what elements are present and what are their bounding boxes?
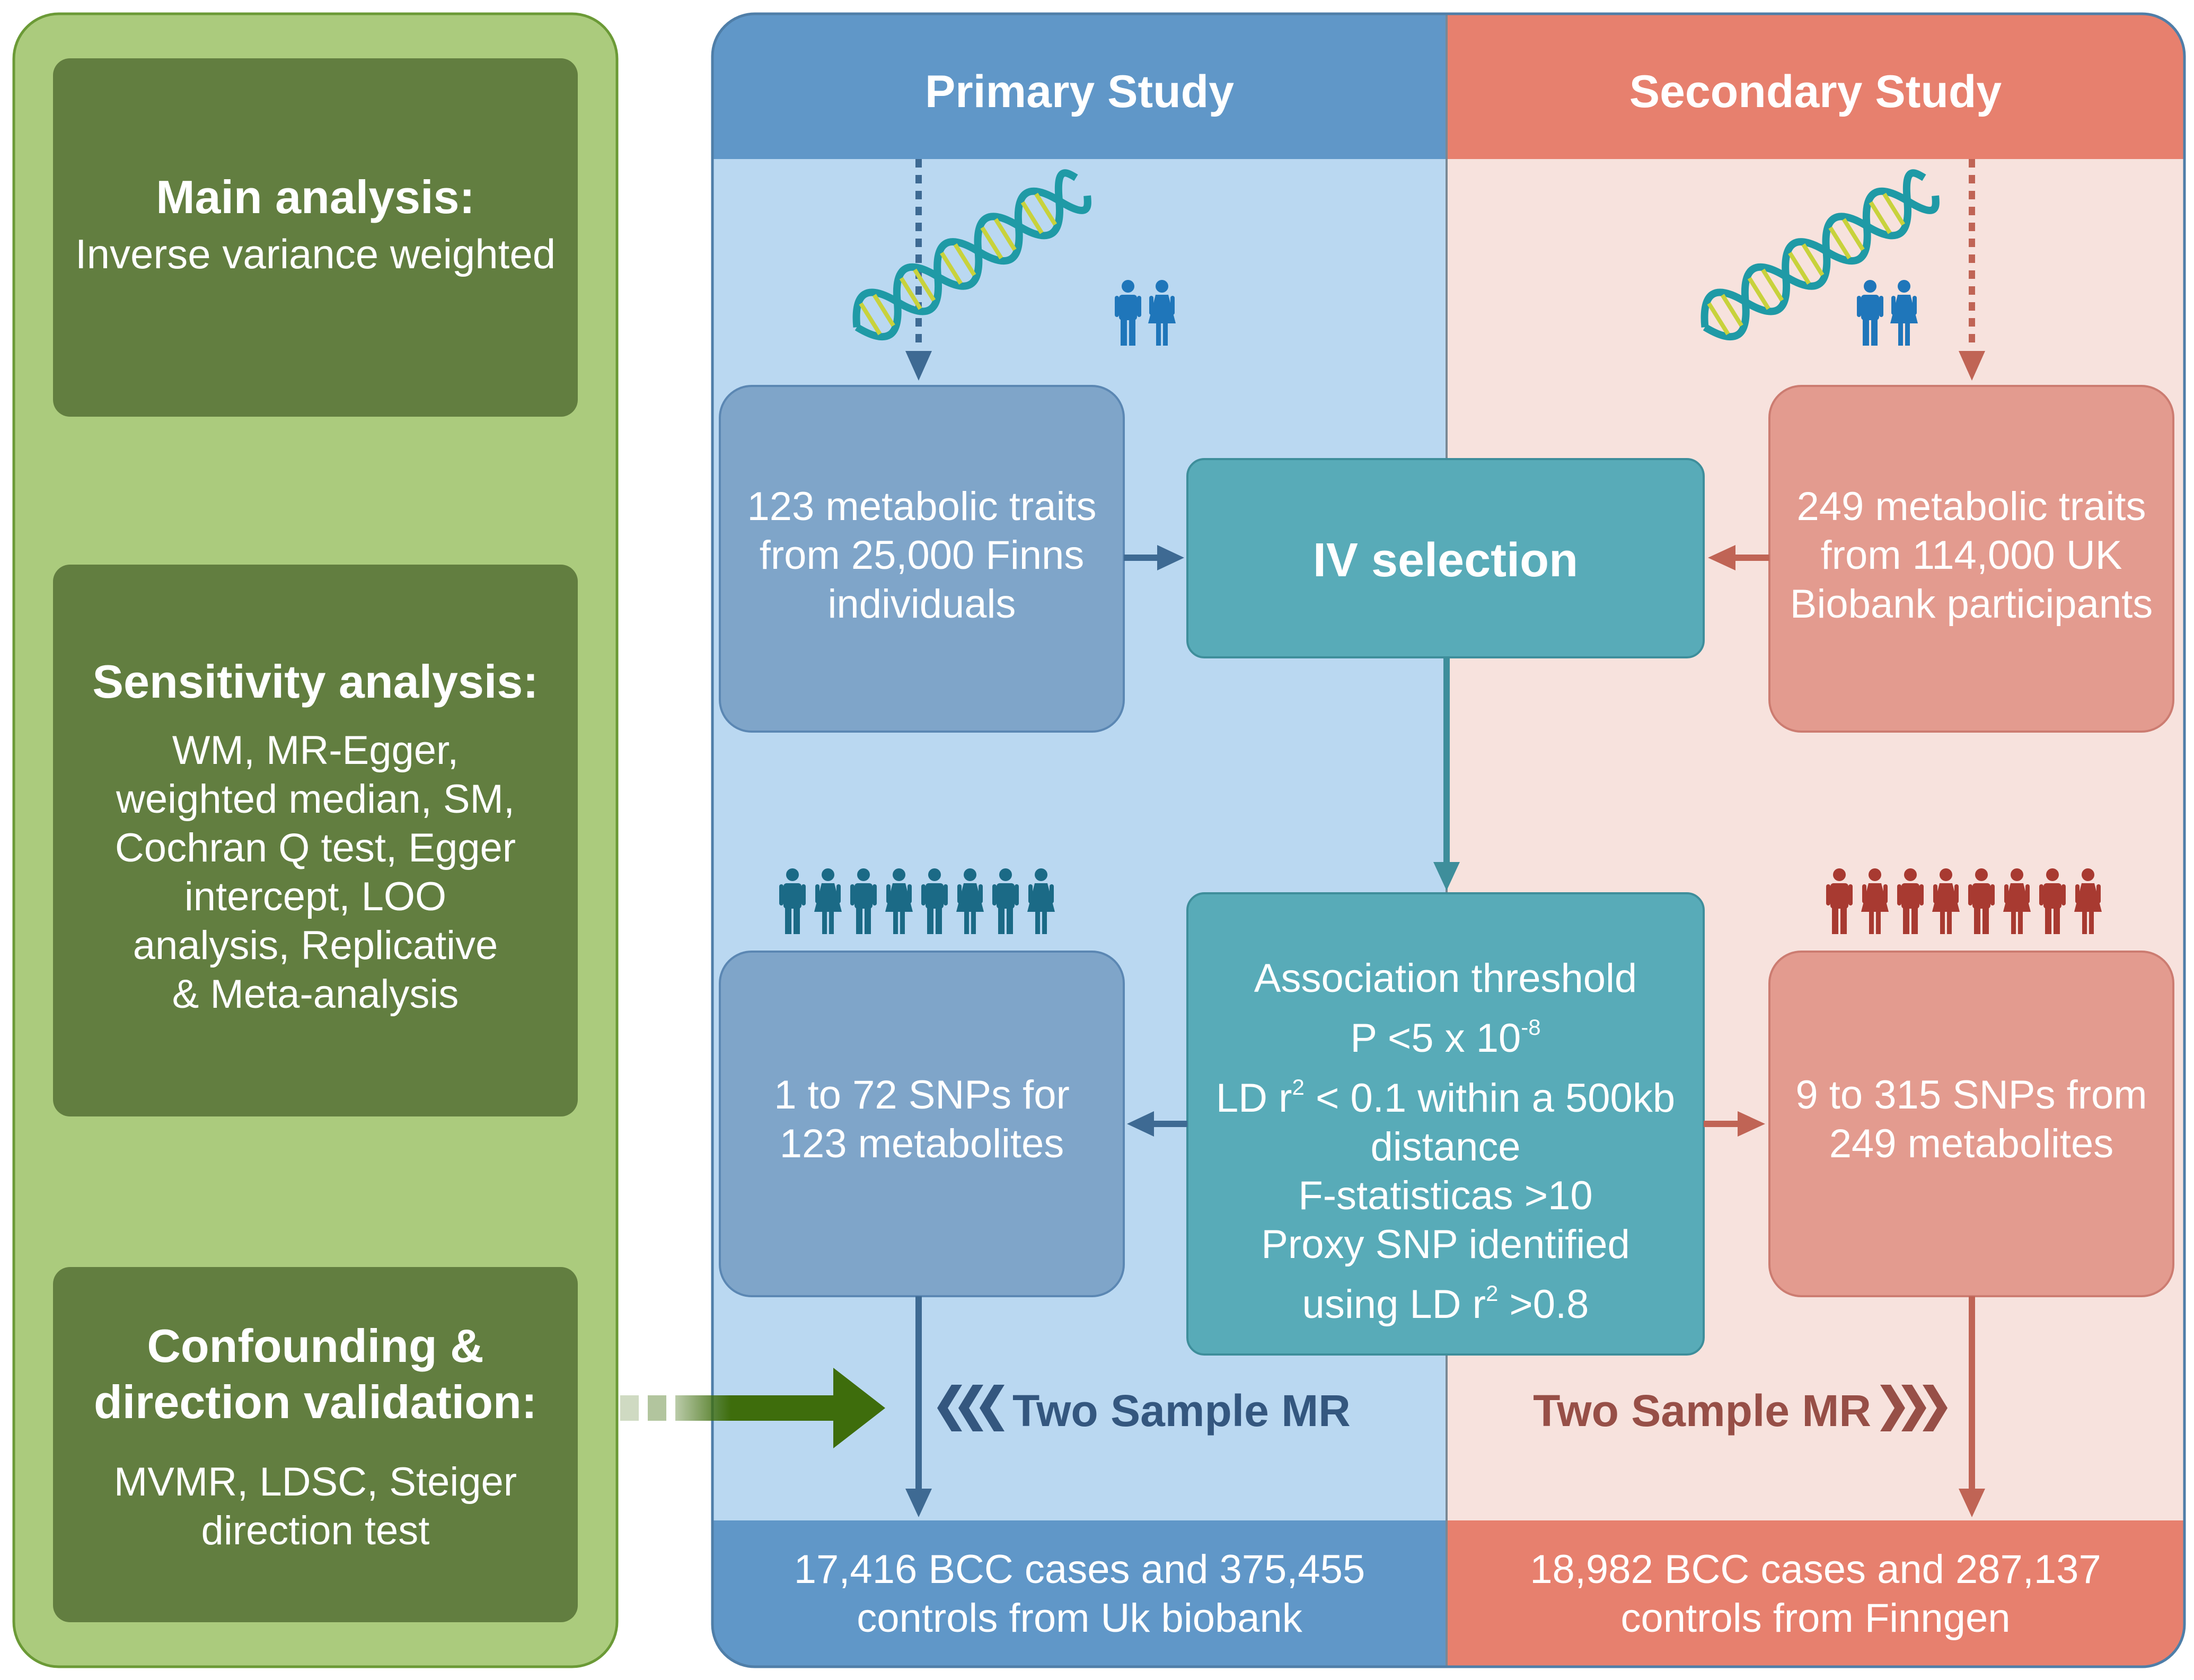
primary-outcome-line: 17,416 BCC cases and 375,455 (794, 1547, 1365, 1592)
primary-mr-label: Two Sample MR (1012, 1386, 1351, 1436)
primary-snps-line: 1 to 72 SNPs for (774, 1072, 1070, 1118)
criteria-using-prefix: using LD r (1302, 1282, 1486, 1327)
secondary-exposure-line: Biobank participants (1790, 582, 2153, 627)
secondary-exposure-line: from 114,000 UK (1820, 533, 2122, 578)
secondary-snps-line: 9 to 315 SNPs from (1795, 1072, 2147, 1118)
criteria-f-statistic: F-statisticas >10 (1298, 1173, 1593, 1218)
arrow-primary-snps-to-outcome (905, 1296, 932, 1517)
criteria-p-prefix: P <5 x 10 (1350, 1016, 1521, 1061)
secondary-exposure-text: 249 metabolic traits from 114,000 UK Bio… (1765, 482, 2178, 629)
criteria-association: Association threshold (1254, 956, 1637, 1001)
dna-icon (1700, 169, 1940, 341)
primary-exposure-line: from 25,000 Finns (759, 533, 1085, 578)
sensitivity-analysis-body: WM, MR-Egger, weighted median, SM, Cochr… (53, 726, 578, 1019)
arrow-iv-to-secondary-snps (1704, 1111, 1765, 1137)
secondary-outcome-line: controls from Finngen (1620, 1596, 2011, 1641)
primary-chevrons-icon (937, 1385, 1005, 1431)
primary-outcome-bar (712, 1520, 1447, 1667)
criteria-ld-exponent: 2 (1292, 1075, 1305, 1100)
secondary-outcome-bar (1447, 1520, 2184, 1667)
left-panel (12, 12, 619, 1668)
arrow-secondary-to-iv (1708, 545, 1769, 570)
sensitivity-line: weighted median, SM, (116, 777, 515, 822)
secondary-outcome-text: 18,982 BCC cases and 287,137 controls fr… (1447, 1545, 2184, 1643)
secondary-exposure-line: 249 metabolic traits (1796, 484, 2146, 529)
confounding-body-line: direction test (201, 1508, 430, 1553)
sensitivity-analysis-box (53, 565, 578, 1116)
secondary-snps-text: 9 to 315 SNPs from 249 metabolites (1769, 1071, 2173, 1168)
study-panels (712, 14, 2184, 1667)
confounding-body-line: MVMR, LDSC, Steiger (113, 1459, 517, 1505)
criteria-ld-prefix: LD r (1215, 1076, 1292, 1121)
primary-outcome-text: 17,416 BCC cases and 375,455 controls fr… (712, 1545, 1447, 1643)
criteria-ld-suffix: < 0.1 within a 500kb (1304, 1076, 1676, 1121)
main-analysis-body: Inverse variance weighted (75, 231, 556, 277)
criteria-using-suffix: >0.8 (1498, 1282, 1589, 1327)
primary-outcome-line: controls from Uk biobank (857, 1596, 1302, 1641)
confounding-body: MVMR, LDSC, Steiger direction test (53, 1458, 578, 1555)
dna-icon (852, 169, 1091, 341)
iv-criteria-text: Association threshold P <5 x 10-8 LD r2 … (1187, 954, 1704, 1329)
confounding-title: Confounding & direction validation: (53, 1318, 578, 1430)
primary-dotted-arrow (905, 159, 932, 381)
confounding-box (53, 1267, 578, 1622)
criteria-p-exponent: -8 (1521, 1015, 1541, 1040)
sensitivity-line: & Meta-analysis (172, 972, 459, 1017)
primary-header-bar (712, 14, 1447, 159)
sensitivity-line: analysis, Replicative (133, 923, 498, 968)
criteria-distance: distance (1370, 1124, 1521, 1169)
primary-exposure-line: individuals (827, 582, 1016, 627)
secondary-chevrons-icon (1880, 1385, 1948, 1431)
validation-arrow (620, 1368, 885, 1448)
sensitivity-line: Cochran Q test, Egger (114, 825, 516, 870)
arrow-iv-down (1433, 657, 1460, 891)
secondary-mr-label: Two Sample MR (1533, 1386, 1871, 1436)
primary-snps-text: 1 to 72 SNPs for 123 metabolites (720, 1071, 1124, 1168)
iv-selection-title: IV selection (1312, 534, 1579, 587)
secondary-snps-line: 249 metabolites (1829, 1121, 2114, 1166)
sensitivity-analysis-title: Sensitivity analysis: (92, 655, 539, 708)
secondary-study-header: Secondary Study (1629, 66, 2002, 117)
primary-exposure-line: 123 metabolic traits (747, 484, 1097, 529)
arrow-primary-to-iv (1124, 545, 1184, 570)
criteria-ld-clumping: LD r2 < 0.1 within a 500kb (1187, 1063, 1704, 1123)
sensitivity-line: WM, MR-Egger, (172, 728, 459, 773)
secondary-dotted-arrow (1959, 159, 1985, 381)
criteria-p-threshold: P <5 x 10-8 (1187, 1003, 1704, 1063)
confounding-title-line: direction validation: (93, 1376, 538, 1428)
primary-study-header: Primary Study (924, 66, 1235, 117)
arrow-secondary-snps-to-outcome (1959, 1296, 1985, 1517)
criteria-proxy-ld: using LD r2 >0.8 (1187, 1269, 1704, 1329)
sensitivity-line: intercept, LOO (184, 874, 447, 919)
confounding-title-line: Confounding & (147, 1320, 484, 1372)
primary-exposure-text: 123 metabolic traits from 25,000 Finns i… (720, 482, 1124, 629)
secondary-outcome-line: 18,982 BCC cases and 287,137 (1530, 1547, 2101, 1592)
criteria-proxy: Proxy SNP identified (1261, 1222, 1630, 1267)
criteria-using-exponent: 2 (1485, 1281, 1499, 1306)
primary-snps-line: 123 metabolites (779, 1121, 1064, 1166)
secondary-header-bar (1447, 14, 2184, 159)
main-analysis-title: Main analysis: (156, 171, 475, 223)
main-analysis-box (53, 58, 578, 417)
arrow-iv-to-primary-snps (1127, 1111, 1187, 1137)
